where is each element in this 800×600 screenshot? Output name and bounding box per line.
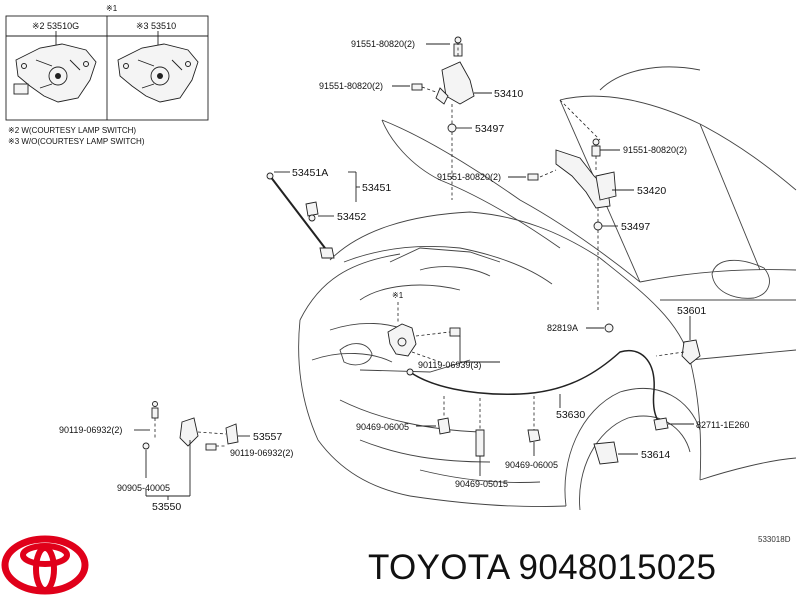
label-53410: 53410 [494,88,523,100]
label-91551-d: 91551-80820(2) [437,172,501,182]
inset-marker: ※1 [106,4,118,13]
hood-lock-control-assembly [142,401,239,451]
label-53550: 53550 [152,501,181,513]
label-53452: 53452 [337,211,366,223]
product-title: TOYOTA 9048015025 [368,548,717,587]
hood-release-lever [681,339,701,365]
hood-lock-assembly [387,323,461,357]
label-53630: 53630 [556,409,585,421]
variant-inset: ※1 ※2 53510G ※3 53510 ※2 W(COURTESY L [5,4,209,146]
label-53420: 53420 [637,185,666,197]
cable-clamps [437,417,541,457]
inset-note-2: ※3 W/O(COURTESY LAMP SWITCH) [8,137,145,146]
label-91551-b: 91551-80820(2) [319,81,383,91]
label-53497-b: 53497 [621,221,650,233]
toyota-logo [1,535,89,595]
label-90469-06005-a: 90469-06005 [356,422,409,432]
hood-release-cable [406,349,669,431]
label-53557: 53557 [253,431,282,443]
label-90119-06932-a: 90119-06932(2) [59,425,122,435]
label-90469-06005-b: 90469-06005 [505,460,558,470]
label-82819A: 82819A [547,323,578,333]
cable-protector [593,441,619,465]
hood-lock-with-switch-drawing [13,43,97,103]
hood-support-rod [266,172,335,259]
label-53601: 53601 [677,305,706,317]
label-53451A: 53451A [292,167,328,179]
latch-marker: ※1 [392,291,404,300]
label-90119-06939: 90119-06939(3) [418,360,481,370]
label-53451: 53451 [362,182,391,194]
label-82711: 82711-1E260 [696,420,749,430]
label-53497-a: 53497 [475,123,504,135]
inset-right-label: ※3 53510 [136,21,176,31]
label-91551-a: 91551-80820(2) [351,39,415,49]
vehicle-front-outline [298,66,797,511]
label-90469-05015: 90469-05015 [455,479,508,489]
inset-note-1: ※2 W(COURTESY LAMP SWITCH) [8,126,136,135]
label-90905: 90905-40005 [117,483,170,493]
hood-hinge-left [411,36,475,133]
hood-hinge-right [527,138,617,231]
label-53614: 53614 [641,449,670,461]
label-90119-06932-b: 90119-06932(2) [230,448,293,458]
label-91551-c: 91551-80820(2) [623,145,687,155]
inset-left-label: ※2 53510G [32,21,79,31]
diagram-code: 533018D [758,535,791,544]
hood-lock-without-switch-drawing [117,43,199,103]
